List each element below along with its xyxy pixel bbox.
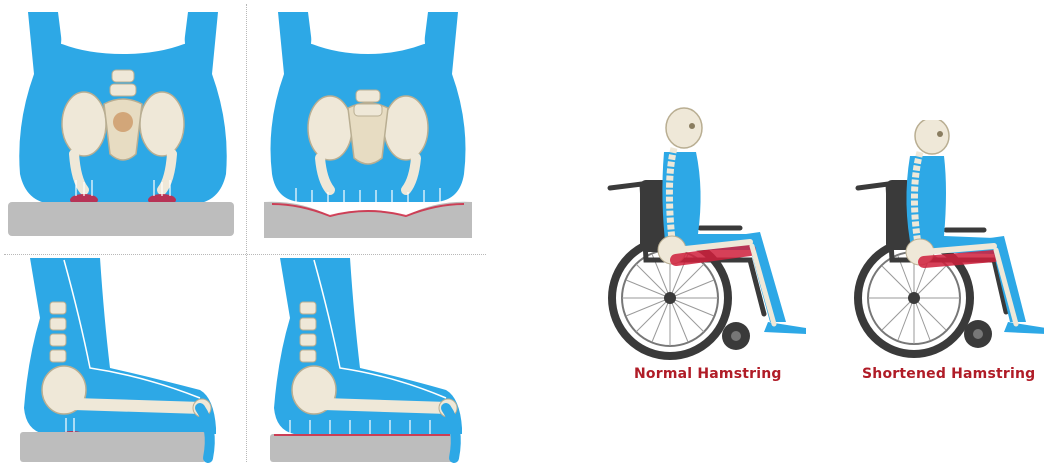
seating-pressure-grid — [0, 0, 490, 465]
grid-divider-horizontal — [4, 254, 486, 255]
normal-hamstring-caption: Normal Hamstring — [634, 366, 782, 382]
side-view-hard-surface — [4, 258, 242, 464]
side-view-cushion-surface — [250, 258, 486, 464]
back-view-hard-surface — [4, 4, 242, 250]
back-view-cushion-surface — [250, 4, 486, 250]
grid-divider-vertical — [246, 4, 247, 462]
shortened-hamstring-caption: Shortened Hamstring — [862, 366, 1035, 382]
hamstring-comparison: Normal Hamstring — [600, 100, 1040, 400]
normal-hamstring-figure: Normal Hamstring — [600, 100, 810, 360]
shortened-hamstring-figure: Shortened Hamstring — [848, 120, 1044, 360]
